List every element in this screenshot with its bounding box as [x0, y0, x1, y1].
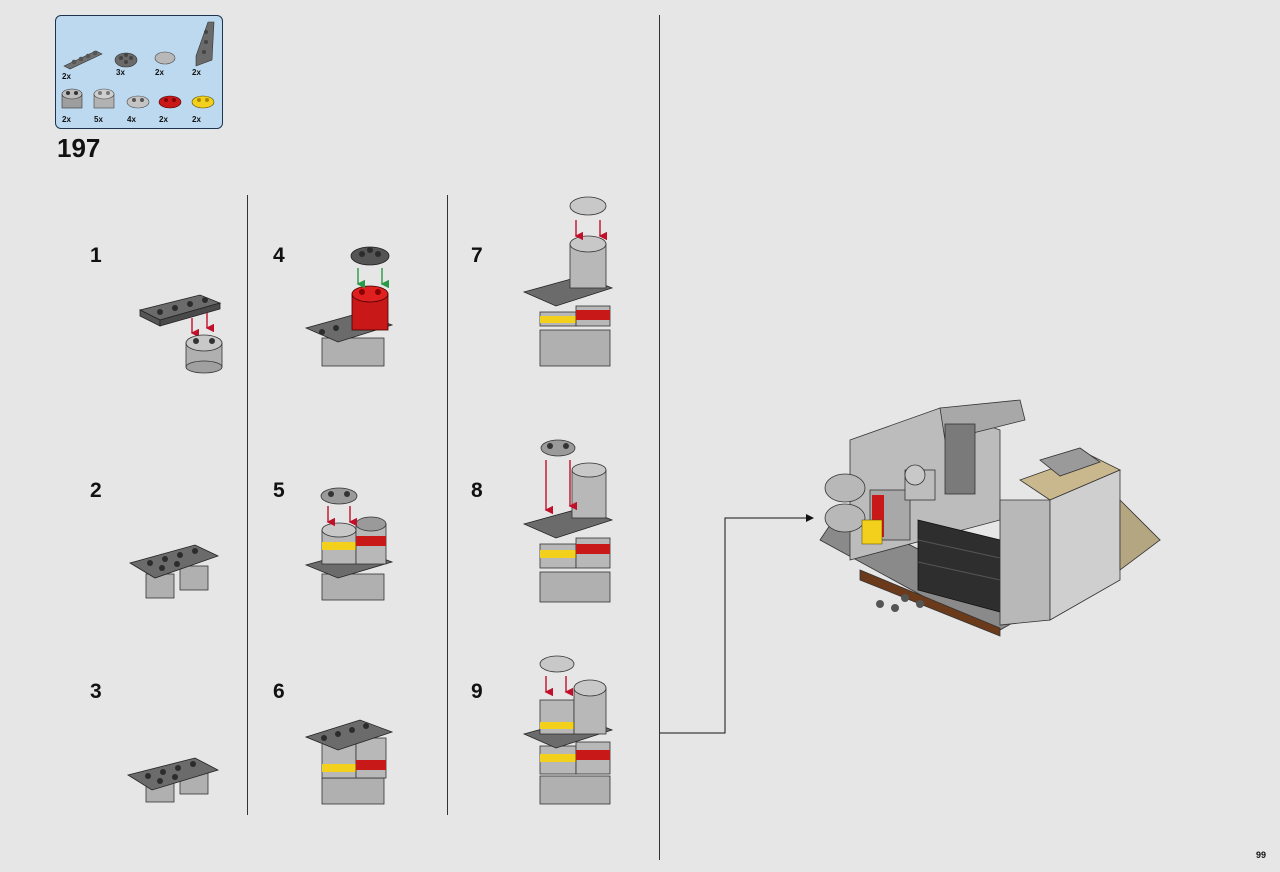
- substep-1-illustration: [138, 294, 223, 374]
- substep-6-illustration: [304, 719, 394, 805]
- part-qty: 4x: [127, 115, 136, 124]
- substep-9-illustration: [522, 655, 614, 805]
- part-qty: 2x: [62, 115, 71, 124]
- round-brick-dark-part-icon: [61, 88, 83, 109]
- substep-8-illustration: [522, 439, 614, 603]
- substep-5-illustration: [304, 487, 394, 601]
- substep-number: 3: [90, 680, 102, 703]
- substep-7-illustration: [522, 196, 614, 367]
- substep-number: 5: [273, 479, 285, 502]
- column-divider: [247, 195, 248, 815]
- wedge-plate-part-icon: [195, 21, 215, 67]
- page-number: 99: [1255, 850, 1266, 860]
- main-model-illustration: [819, 399, 1161, 637]
- round-brick-gray-part-icon: [93, 88, 115, 109]
- plate-1x4-part-icon: [63, 50, 103, 70]
- part-qty: 2x: [192, 68, 201, 77]
- page-divider: [659, 15, 660, 860]
- step-number: 197: [57, 133, 101, 163]
- round-plate-light-part-icon: [126, 95, 150, 109]
- substep-2-illustration: [128, 544, 220, 599]
- substep-number: 1: [90, 244, 102, 267]
- callout-connector: [660, 514, 814, 734]
- part-qty: 3x: [116, 68, 125, 77]
- substep-number: 4: [273, 244, 285, 267]
- part-qty: 2x: [192, 115, 201, 124]
- part-qty: 2x: [159, 115, 168, 124]
- parts-callout: 2x 3x 2x 2x 2x 5x 4x 2x 2x: [55, 15, 223, 129]
- parts-illustrations: [61, 21, 215, 109]
- round-plate-red-part-icon: [158, 95, 182, 109]
- round-plate-2x2-part-icon: [114, 52, 138, 68]
- substep-3-illustration: [126, 757, 220, 803]
- part-qty: 2x: [155, 68, 164, 77]
- round-plate-yellow-part-icon: [191, 95, 215, 109]
- substep-number: 2: [90, 479, 102, 502]
- substep-number: 9: [471, 680, 483, 703]
- substep-4-illustration: [304, 246, 394, 367]
- column-divider: [447, 195, 448, 815]
- part-qty: 5x: [94, 115, 103, 124]
- substep-number: 7: [471, 244, 483, 267]
- part-qty: 2x: [62, 72, 71, 81]
- substep-number: 6: [273, 680, 285, 703]
- round-tile-part-icon: [154, 51, 176, 65]
- substep-number: 8: [471, 479, 483, 502]
